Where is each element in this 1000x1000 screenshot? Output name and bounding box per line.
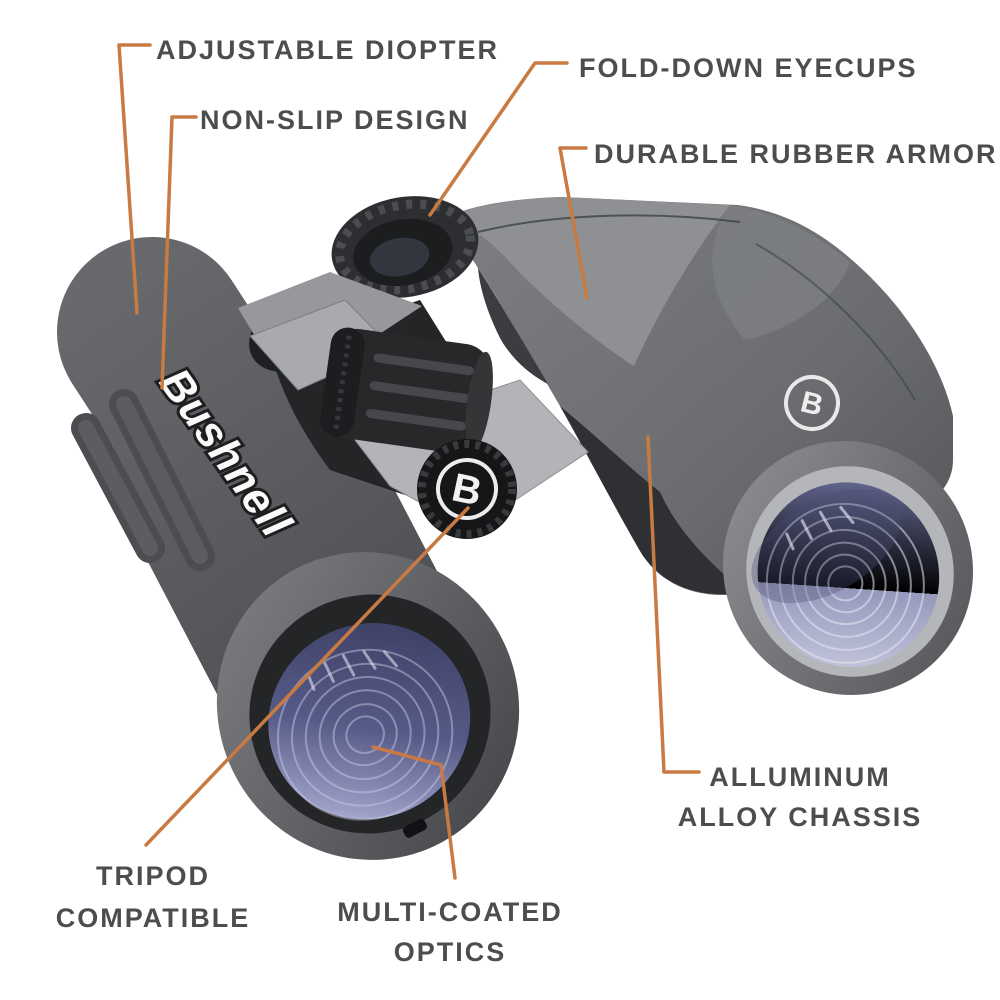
- leader-tripod-compatible: [144, 506, 470, 847]
- leader-durable-rubber-armor: [558, 146, 589, 300]
- leader-adjustable-diopter: [117, 43, 152, 315]
- callout-label-alluminum-alloy-chassis: ALLUMINUM ALLOY CHASSIS: [677, 762, 923, 832]
- leader-multi-coated-optics: [371, 745, 457, 880]
- callout-label-durable-rubber-armor: DURABLE RUBBER ARMOR: [594, 139, 998, 169]
- leader-alluminum-alloy-chassis: [646, 435, 701, 774]
- grip-grooves: [71, 389, 215, 571]
- top-facet: [452, 197, 730, 366]
- callout-lines: [117, 43, 701, 880]
- callout-label-non-slip-design: NON-SLIP DESIGN: [200, 105, 470, 135]
- leader-non-slip-design: [160, 115, 198, 390]
- hinge-cap-b-logo: B: [417, 439, 517, 539]
- right-objective-lens: [722, 440, 974, 696]
- callout-label-fold-down-eyecups: FOLD-DOWN EYECUPS: [579, 53, 918, 83]
- focus-wheel: [320, 327, 493, 454]
- callout-label-multi-coated-optics: MULTI-COATED OPTICS: [337, 897, 563, 967]
- right-eyepiece-eyecup: [331, 196, 479, 298]
- callout-label-adjustable-diopter: ADJUSTABLE DIOPTER: [156, 35, 500, 65]
- leader-fold-down-eyecups: [428, 61, 569, 217]
- callout-label-tripod-compatible: TRIPOD COMPATIBLE: [55, 861, 251, 933]
